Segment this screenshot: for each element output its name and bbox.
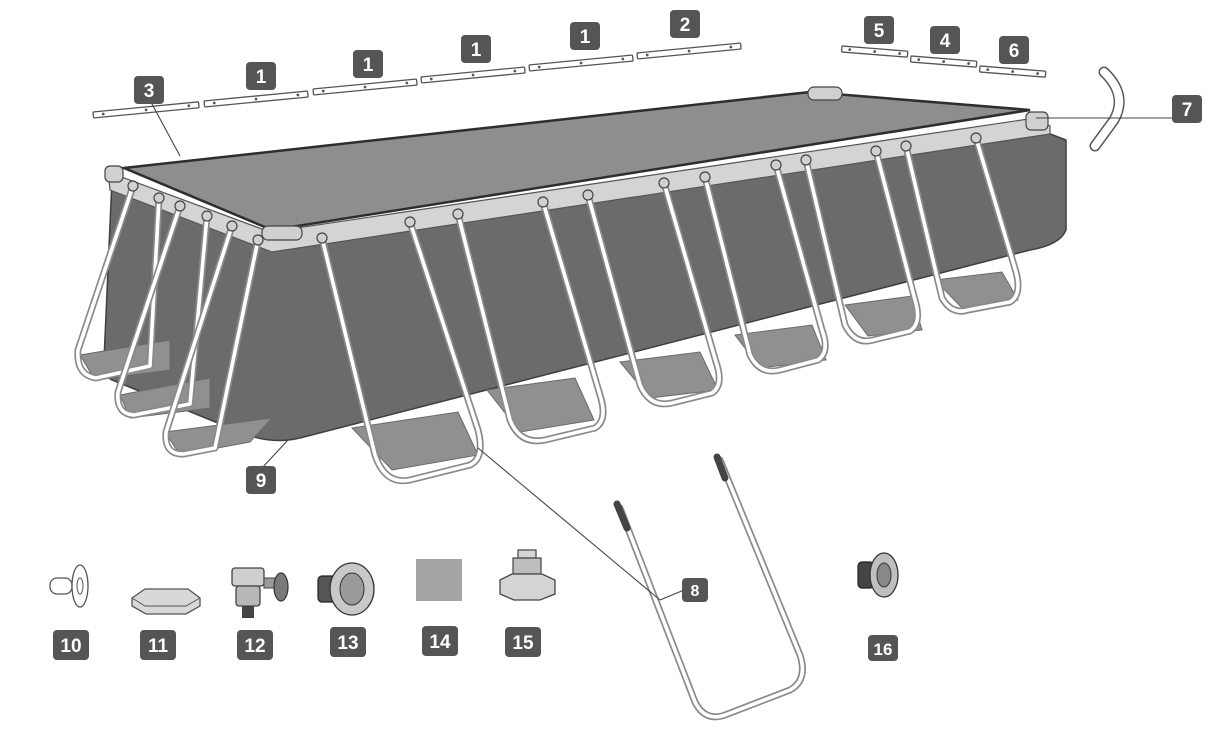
part-16-fitting xyxy=(857,552,899,598)
part-14-patch xyxy=(416,559,462,601)
svg-text:1: 1 xyxy=(580,27,591,48)
part-badge-12: 12 xyxy=(237,630,273,660)
part-badge-rod-e: 2 xyxy=(670,10,700,38)
part-badge-corner-joint: 7 xyxy=(1172,95,1202,123)
rod-2-part xyxy=(636,42,742,60)
part-15-adapter xyxy=(499,549,556,601)
top-rods xyxy=(92,42,1047,119)
svg-text:16: 16 xyxy=(874,640,893,659)
svg-text:5: 5 xyxy=(874,21,885,42)
svg-text:15: 15 xyxy=(512,633,534,654)
part-badge-rod-g: 4 xyxy=(930,26,960,54)
pool-top-rail xyxy=(107,117,1051,253)
part-badge-16: 16 xyxy=(868,635,898,661)
corner-joint-part xyxy=(1089,66,1125,152)
corner-bracket-back-right xyxy=(807,86,843,101)
part-badge-rod-h: 5 xyxy=(864,16,894,44)
part-badge-rod-a: 1 xyxy=(246,62,276,90)
part-badge-14: 14 xyxy=(422,626,458,656)
rod-1-part-a xyxy=(203,90,309,108)
part-badge-liner: 9 xyxy=(246,466,276,494)
part-badge-11: 11 xyxy=(140,630,176,660)
svg-text:1: 1 xyxy=(256,67,267,88)
part-badge-13: 13 xyxy=(330,627,366,657)
rod-1-part-d xyxy=(528,54,634,72)
svg-text:6: 6 xyxy=(1009,41,1020,62)
svg-text:11: 11 xyxy=(148,636,169,657)
side-legs xyxy=(74,182,262,458)
front-legs xyxy=(318,134,1022,485)
svg-text:13: 13 xyxy=(337,633,358,654)
corner-bracket-back-left xyxy=(104,165,124,183)
part-badge-15: 15 xyxy=(505,627,541,657)
rod-5-part xyxy=(840,45,909,58)
part-11-cover xyxy=(131,588,201,615)
svg-text:4: 4 xyxy=(940,31,951,52)
part-12-valve xyxy=(231,567,289,618)
svg-text:2: 2 xyxy=(680,15,691,36)
part-badge-rod-d: 1 xyxy=(570,22,600,50)
svg-text:1: 1 xyxy=(471,40,482,61)
rod-1-part-c xyxy=(420,66,526,84)
svg-text:1: 1 xyxy=(363,55,374,76)
part-10-strainer xyxy=(49,564,89,608)
svg-text:8: 8 xyxy=(691,583,700,600)
part-badge-10: 10 xyxy=(53,630,89,660)
part-badge-rod-c: 1 xyxy=(461,35,491,63)
rod-6-part xyxy=(978,65,1047,78)
svg-text:7: 7 xyxy=(1182,100,1193,121)
part-badge-u-leg: 8 xyxy=(682,578,708,602)
u-leg-part xyxy=(613,453,806,721)
part-badge-rod-f: 3 xyxy=(134,76,164,104)
svg-text:14: 14 xyxy=(429,632,451,653)
svg-text:9: 9 xyxy=(256,471,267,492)
svg-text:3: 3 xyxy=(144,81,155,102)
pool-assembly xyxy=(74,86,1067,485)
rod-1-part-b xyxy=(312,78,418,96)
part-13-connector xyxy=(317,562,375,616)
pool-water-surface xyxy=(119,90,1031,232)
rail-grommets xyxy=(127,132,982,246)
svg-text:12: 12 xyxy=(244,636,265,657)
corner-bracket-front-right xyxy=(1025,111,1049,131)
corner-bracket-front-left xyxy=(261,225,303,241)
svg-text:10: 10 xyxy=(60,636,81,657)
part-badge-rod-b: 1 xyxy=(353,50,383,78)
rod-3-part xyxy=(92,101,200,119)
rod-4-part xyxy=(909,55,978,68)
leader-lines xyxy=(151,103,1172,601)
part-badge-rod-i: 6 xyxy=(999,36,1029,64)
